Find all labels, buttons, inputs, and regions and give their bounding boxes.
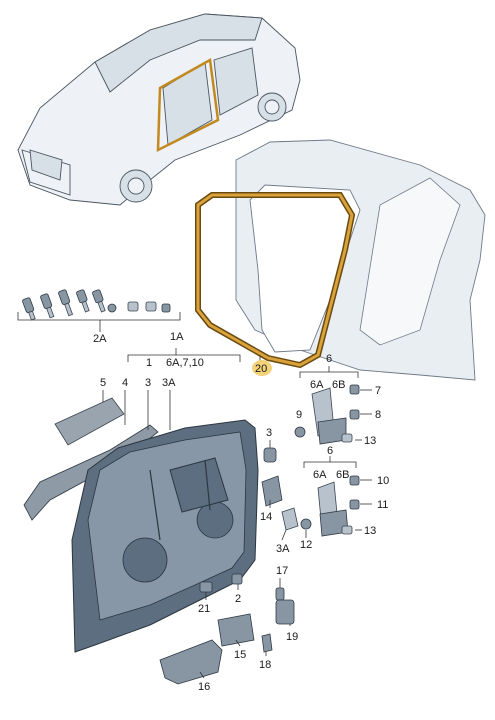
door-shell (71, 419, 259, 653)
label-13-top: 13 (364, 435, 376, 447)
label-3A-bottom: 3A (276, 543, 290, 555)
label-6A-top: 6A (310, 379, 324, 391)
label-6A-7-10: 6A,7,10 (166, 357, 204, 369)
label-21: 21 (198, 603, 210, 615)
screw-set (22, 289, 171, 321)
highlight-marker (252, 360, 272, 376)
label-3A-top: 3A (162, 377, 176, 389)
part-labels: 2A 1A 1 6A,7,10 5 4 3 3A 20 6 6A 6B 7 8 … (93, 331, 389, 693)
label-2A: 2A (93, 333, 107, 345)
label-2: 2 (235, 593, 241, 605)
door-seal (195, 192, 356, 369)
label-20: 20 (255, 363, 267, 375)
lock-parts (159, 447, 299, 685)
label-15: 15 (234, 649, 246, 661)
label-6B-top: 6B (332, 379, 345, 391)
label-18: 18 (259, 659, 271, 671)
label-19: 19 (286, 631, 298, 643)
label-6A-bottom: 6A (313, 469, 327, 481)
label-4: 4 (122, 377, 128, 389)
label-16: 16 (198, 681, 210, 693)
label-7: 7 (375, 385, 381, 397)
car-illustration (17, 13, 301, 206)
label-10: 10 (377, 475, 389, 487)
hinge-lower (300, 475, 360, 537)
leader-lines (17, 312, 372, 679)
label-3-mid: 3 (266, 427, 272, 439)
label-1: 1 (146, 357, 152, 369)
body-shell (235, 139, 486, 381)
label-14: 14 (260, 511, 272, 523)
label-11: 11 (377, 499, 388, 511)
label-12: 12 (300, 539, 312, 551)
label-8: 8 (375, 409, 381, 421)
hinge-upper (294, 384, 360, 445)
label-6-bottom: 6 (327, 445, 333, 457)
label-17: 17 (276, 565, 288, 577)
label-13-bottom: 13 (364, 525, 376, 537)
label-1A: 1A (170, 331, 184, 343)
label-5: 5 (100, 377, 106, 389)
label-6B-bottom: 6B (336, 469, 349, 481)
label-9: 9 (296, 409, 302, 421)
label-3: 3 (145, 377, 151, 389)
label-6-top: 6 (326, 353, 332, 365)
